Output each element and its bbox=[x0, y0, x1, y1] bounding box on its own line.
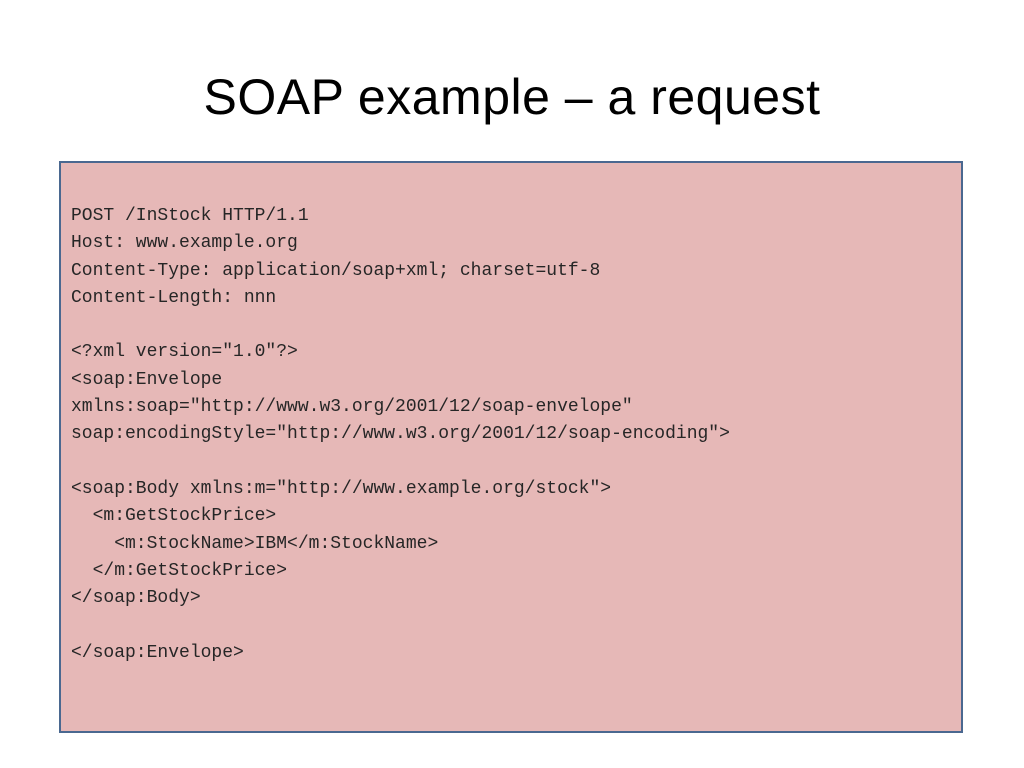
code-line bbox=[71, 312, 951, 339]
code-line: <m:StockName>IBM</m:StockName> bbox=[71, 533, 439, 554]
code-line: </soap:Envelope> bbox=[71, 642, 244, 663]
code-line: <m:GetStockPrice> bbox=[71, 506, 277, 527]
code-line bbox=[71, 449, 951, 476]
code-line bbox=[71, 612, 951, 639]
code-line: POST /InStock HTTP/1.1 bbox=[71, 206, 309, 226]
code-line: Content-Length: nnn bbox=[71, 287, 277, 308]
code-line: soap:encodingStyle="http://www.w3.org/20… bbox=[71, 424, 730, 445]
code-line: Content-Type: application/soap+xml; char… bbox=[71, 260, 601, 281]
code-line: <?xml version="1.0"?> bbox=[71, 342, 298, 363]
code-line: <soap:Envelope bbox=[71, 369, 223, 390]
code-line: xmlns:soap="http://www.w3.org/2001/12/so… bbox=[71, 397, 633, 418]
code-line: </soap:Body> bbox=[71, 588, 201, 609]
code-line: <soap:Body xmlns:m="http://www.example.o… bbox=[71, 478, 612, 499]
code-line: Host: www.example.org bbox=[71, 233, 298, 254]
code-line: </m:GetStockPrice> bbox=[71, 560, 288, 581]
slide-title: SOAP example – a request bbox=[203, 69, 821, 125]
